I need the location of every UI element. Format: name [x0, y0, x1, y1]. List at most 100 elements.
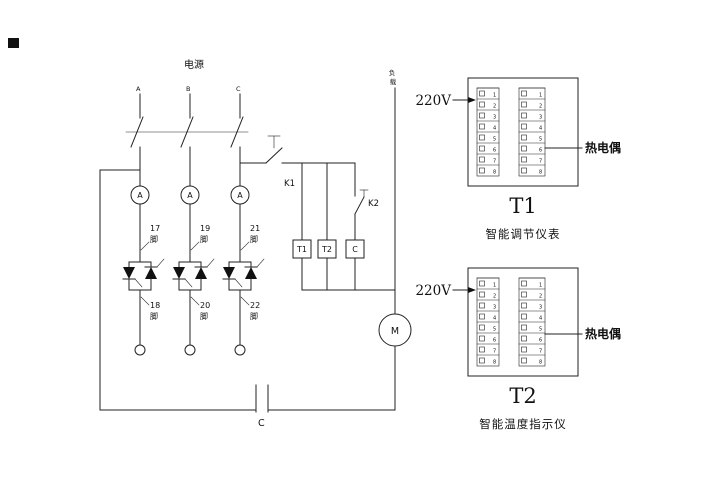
thyristor-pair-icon	[172, 258, 215, 291]
terminal-screw-icon	[479, 324, 485, 331]
terminal-screw-icon	[521, 134, 527, 141]
terminal-screw-icon	[521, 324, 527, 331]
terminal-screw-icon	[521, 280, 527, 287]
k2-label: K2	[368, 199, 379, 209]
contact-label: C	[258, 418, 265, 429]
terminal-screw-icon	[479, 90, 485, 97]
thyristor-pair-icon	[122, 258, 165, 291]
relay-coil-t1: T1	[292, 239, 312, 259]
terminal-screw-icon	[521, 302, 527, 309]
k1-switch-icon	[265, 135, 283, 164]
terminal-number: 5	[539, 137, 542, 143]
pin-leader	[140, 296, 150, 306]
terminal-screw-icon	[521, 167, 527, 174]
terminal-screw-icon	[521, 90, 527, 97]
pin-label-bottom: 20 脚	[200, 301, 213, 321]
terminal-number: 1	[493, 93, 496, 99]
terminal-screw-icon	[479, 156, 485, 163]
phase-b: B A 19 脚	[172, 85, 215, 356]
control-branch: K1 K2 T1 T2 C	[239, 135, 396, 291]
pin-leader	[190, 241, 200, 251]
terminal-screw-icon	[521, 145, 527, 152]
terminal-screw-icon	[521, 335, 527, 342]
terminal-screw-icon	[479, 134, 485, 141]
terminal-number: 7	[539, 349, 542, 355]
output-terminal	[184, 344, 196, 356]
terminal-number: 7	[493, 349, 496, 355]
panel-outline	[467, 77, 579, 187]
output-terminal	[234, 344, 246, 356]
svg-text:A: A	[187, 191, 193, 200]
terminal-screw-icon	[479, 280, 485, 287]
panel-name: T2	[509, 384, 536, 408]
terminal-screw-icon	[479, 167, 485, 174]
svg-text:C: C	[352, 245, 358, 254]
bottom-rail: C	[99, 384, 396, 429]
terminal-number: 4	[493, 126, 496, 132]
svg-text:A: A	[237, 191, 243, 200]
pin-label-bottom: 22 脚	[250, 301, 263, 321]
terminal-number: 2	[539, 294, 542, 300]
terminal-number: 4	[539, 126, 542, 132]
output-terminal	[134, 344, 146, 356]
pin-label-top: 17 脚	[150, 224, 163, 244]
terminal-screw-icon	[479, 145, 485, 152]
terminal-number: 8	[539, 360, 542, 366]
breaker-switch-icon	[230, 93, 244, 148]
terminal-number: 7	[539, 159, 542, 165]
terminal-number: 2	[539, 104, 542, 110]
svg-text:A: A	[137, 191, 143, 200]
voltage-arrowhead-icon	[468, 287, 476, 293]
motor-branch: 负 载 M	[378, 68, 412, 411]
terminal-screw-icon	[479, 346, 485, 353]
pin-label-top: 21 脚	[250, 224, 263, 244]
terminal-screw-icon	[521, 101, 527, 108]
ammeter-icon: A	[130, 185, 150, 205]
svg-text:M: M	[391, 326, 399, 337]
terminal-screw-icon	[521, 313, 527, 320]
terminal-screw-icon	[521, 123, 527, 130]
terminal-number: 5	[493, 137, 496, 143]
svg-text:T2: T2	[321, 245, 332, 254]
load-label: 负 载	[389, 68, 398, 86]
terminal-number: 4	[493, 316, 496, 322]
terminal-number: 8	[493, 170, 496, 176]
breaker-switch-icon	[180, 93, 194, 148]
k1-label: K1	[284, 179, 295, 189]
k2-switch-icon	[354, 189, 369, 215]
terminal-screw-icon	[479, 302, 485, 309]
voltage-arrowhead-icon	[468, 97, 476, 103]
phase-c: C A 21 脚	[222, 85, 265, 356]
terminal-screw-icon	[521, 156, 527, 163]
terminal-number: 3	[493, 305, 496, 311]
terminal-number: 1	[539, 93, 542, 99]
terminal-number: 2	[493, 294, 496, 300]
terminal-screw-icon	[521, 346, 527, 353]
pin-leader	[240, 241, 250, 251]
terminal-screw-icon	[479, 101, 485, 108]
pin-leader	[240, 296, 250, 306]
terminal-number: 2	[493, 104, 496, 110]
terminal-screw-icon	[479, 357, 485, 364]
voltage-label: 220V	[415, 93, 451, 109]
contactor-contact-icon	[255, 384, 269, 413]
pin-label-top: 19 脚	[200, 224, 213, 244]
power-label: 电源	[184, 58, 204, 71]
terminal-number: 5	[493, 327, 496, 333]
terminal-number: 6	[539, 148, 542, 154]
pin-leader	[190, 296, 200, 306]
phase-a: A A 17 脚	[122, 85, 165, 356]
ammeter-icon: A	[180, 185, 200, 205]
relay-coil-t2: T2	[317, 239, 337, 259]
phase-label: B	[186, 85, 190, 93]
pin-label-bottom: 18 脚	[150, 301, 163, 321]
terminal-number: 6	[493, 148, 496, 154]
terminal-number: 6	[493, 338, 496, 344]
panel-outline	[467, 267, 579, 377]
terminal-screw-icon	[479, 123, 485, 130]
